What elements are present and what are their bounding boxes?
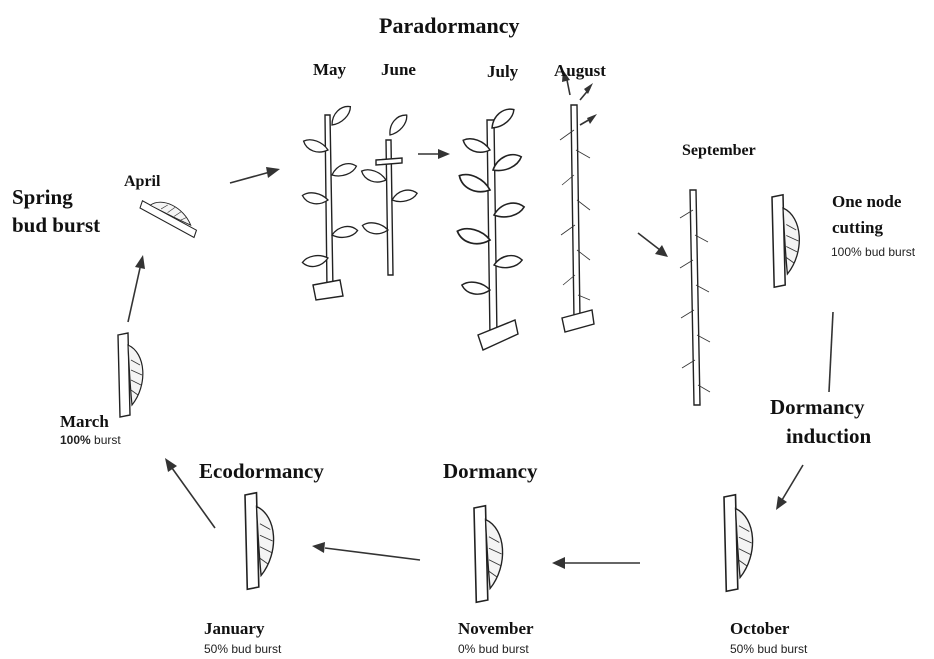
august-stem-illustration [560, 70, 597, 332]
label-november: November [458, 620, 534, 639]
one-node-line1: One node [832, 193, 901, 212]
november-burst: 0% bud burst [458, 642, 529, 656]
dormancy-induction-line1: Dormancy [770, 396, 864, 419]
march-burst: burst [94, 433, 121, 447]
one-node-cutting-illustration [772, 195, 799, 287]
march-pct: 100% [60, 433, 91, 447]
november-cutting-illustration [474, 506, 503, 603]
dormancy-label: Dormancy [443, 460, 537, 483]
label-april: April [124, 173, 160, 191]
march-cutting-illustration [118, 333, 143, 417]
july-plant-illustration [455, 105, 525, 350]
label-may: May [313, 61, 346, 80]
label-june: June [381, 61, 416, 80]
june-plant-illustration [360, 111, 419, 275]
october-burst: 50% bud burst [730, 642, 807, 656]
spring-bud-burst-line2: bud burst [12, 214, 100, 237]
ecodormancy-label: Ecodormancy [199, 460, 324, 483]
january-burst: 50% bud burst [204, 642, 281, 656]
april-bud-illustration [139, 191, 203, 239]
label-august: August [554, 62, 606, 81]
label-october: October [730, 620, 789, 639]
label-january: January [204, 620, 264, 639]
october-cutting-illustration [724, 495, 753, 592]
label-july: July [487, 63, 518, 82]
one-node-line2: cutting [832, 219, 883, 238]
paradormancy-title: Paradormancy [379, 14, 520, 38]
spring-bud-burst-line1: Spring [12, 186, 73, 209]
label-september: September [682, 142, 756, 160]
label-march: March [60, 413, 109, 432]
september-stem-illustration [680, 190, 710, 405]
january-cutting-illustration [245, 493, 274, 590]
may-plant-illustration [301, 102, 358, 300]
dormancy-induction-line2: induction [786, 425, 871, 448]
one-node-burst: 100% bud burst [831, 245, 915, 259]
